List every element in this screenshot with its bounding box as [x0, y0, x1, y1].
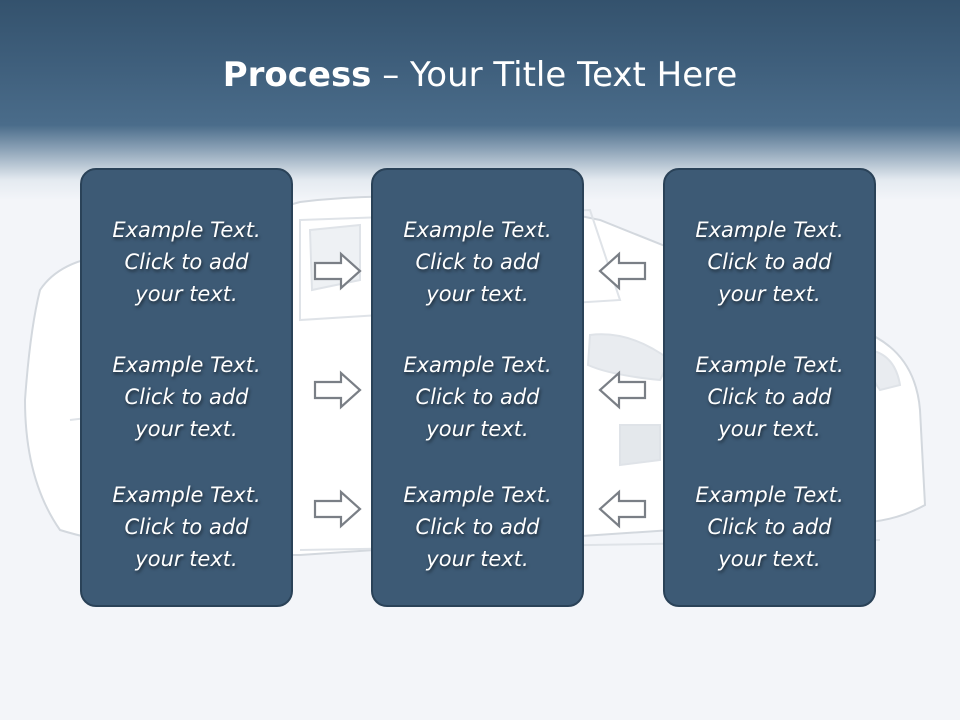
- text-line: Click to add: [707, 515, 832, 539]
- right-arrow-icon: [313, 370, 362, 410]
- text-line: Example Text.: [112, 218, 261, 242]
- text-line: Example Text.: [403, 483, 552, 507]
- text-line: Click to add: [707, 250, 832, 274]
- text-line: your text.: [718, 547, 821, 571]
- right-arrow-icon: [313, 489, 362, 529]
- text-line: Click to add: [124, 385, 249, 409]
- box-3-text-2[interactable]: Example Text. Click to add your text.: [665, 349, 874, 445]
- box-2-text-1[interactable]: Example Text. Click to add your text.: [373, 214, 582, 310]
- text-line: Click to add: [415, 385, 540, 409]
- box-3-text-3[interactable]: Example Text. Click to add your text.: [665, 479, 874, 575]
- text-line: Example Text.: [112, 353, 261, 377]
- text-line: your text.: [718, 417, 821, 441]
- box-1-text-1[interactable]: Example Text. Click to add your text.: [82, 214, 291, 310]
- text-line: your text.: [135, 547, 238, 571]
- process-box-1[interactable]: Example Text. Click to add your text. Ex…: [80, 168, 293, 607]
- right-arrow-icon: [313, 251, 362, 291]
- slide-title[interactable]: Process – Your Title Text Here: [0, 52, 960, 98]
- text-line: Click to add: [124, 250, 249, 274]
- box-1-text-3[interactable]: Example Text. Click to add your text.: [82, 479, 291, 575]
- title-rest: – Your Title Text Here: [371, 55, 738, 95]
- text-line: Example Text.: [112, 483, 261, 507]
- text-line: Example Text.: [695, 483, 844, 507]
- title-banner: [0, 0, 960, 200]
- box-2-text-2[interactable]: Example Text. Click to add your text.: [373, 349, 582, 445]
- left-arrow-icon: [598, 370, 647, 410]
- text-line: your text.: [426, 547, 529, 571]
- box-2-text-3[interactable]: Example Text. Click to add your text.: [373, 479, 582, 575]
- process-box-3[interactable]: Example Text. Click to add your text. Ex…: [663, 168, 876, 607]
- process-box-2[interactable]: Example Text. Click to add your text. Ex…: [371, 168, 584, 607]
- text-line: your text.: [426, 282, 529, 306]
- box-3-text-1[interactable]: Example Text. Click to add your text.: [665, 214, 874, 310]
- left-arrow-icon: [598, 489, 647, 529]
- text-line: Click to add: [707, 385, 832, 409]
- text-line: Example Text.: [403, 218, 552, 242]
- left-arrow-icon: [598, 251, 647, 291]
- box-1-text-2[interactable]: Example Text. Click to add your text.: [82, 349, 291, 445]
- text-line: your text.: [135, 417, 238, 441]
- text-line: your text.: [426, 417, 529, 441]
- text-line: Click to add: [415, 515, 540, 539]
- text-line: Example Text.: [403, 353, 552, 377]
- text-line: Click to add: [124, 515, 249, 539]
- text-line: your text.: [718, 282, 821, 306]
- text-line: Click to add: [415, 250, 540, 274]
- text-line: Example Text.: [695, 353, 844, 377]
- text-line: Example Text.: [695, 218, 844, 242]
- title-bold: Process: [222, 55, 372, 95]
- text-line: your text.: [135, 282, 238, 306]
